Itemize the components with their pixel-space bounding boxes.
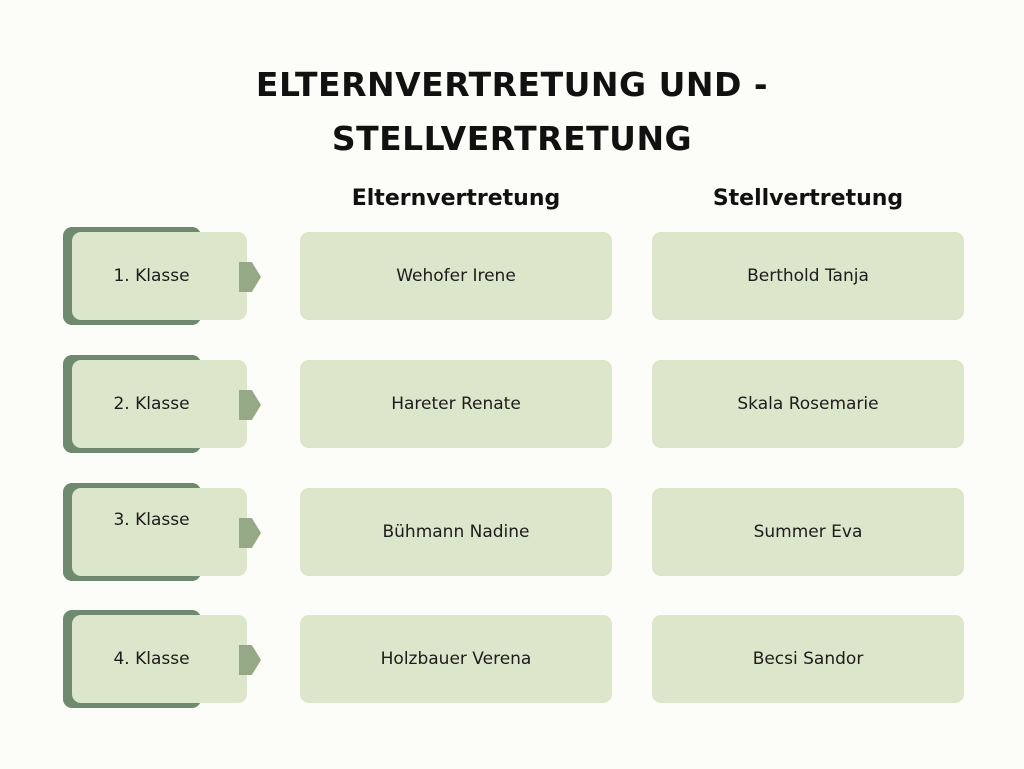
arrow-right-icon (239, 262, 261, 292)
class-row: 3. Klasse Bühmann Nadine Summer Eva (0, 483, 1024, 588)
class-row: 1. Klasse Wehofer Irene Berthold Tanja (0, 227, 1024, 332)
arrow-right-icon (239, 518, 261, 548)
class-label: 1. Klasse (72, 232, 247, 320)
stellvertretung-card: Becsi Sandor (652, 615, 964, 703)
page-title: ELTERNVERTRETUNG UND - STELLVERTRETUNG (0, 58, 1024, 166)
class-label: 4. Klasse (72, 615, 247, 703)
elternvertretung-card: Holzbauer Verena (300, 615, 612, 703)
elternvertretung-card: Wehofer Irene (300, 232, 612, 320)
elternvertretung-card: Bühmann Nadine (300, 488, 612, 576)
class-label: 3. Klasse (72, 488, 247, 576)
class-label: 2. Klasse (72, 360, 247, 448)
stellvertretung-card: Berthold Tanja (652, 232, 964, 320)
stellvertretung-card: Skala Rosemarie (652, 360, 964, 448)
arrow-right-icon (239, 390, 261, 420)
arrow-right-icon (239, 645, 261, 675)
column-header-stellvertretung: Stellvertretung (712, 186, 904, 211)
elternvertretung-card: Hareter Renate (300, 360, 612, 448)
title-line-1: ELTERNVERTRETUNG UND - (255, 65, 769, 104)
column-header-elternvertretung: Elternvertretung (351, 186, 561, 211)
stellvertretung-card: Summer Eva (652, 488, 964, 576)
class-row: 2. Klasse Hareter Renate Skala Rosemarie (0, 355, 1024, 460)
title-line-2: STELLVERTRETUNG (331, 119, 693, 158)
class-row: 4. Klasse Holzbauer Verena Becsi Sandor (0, 610, 1024, 715)
